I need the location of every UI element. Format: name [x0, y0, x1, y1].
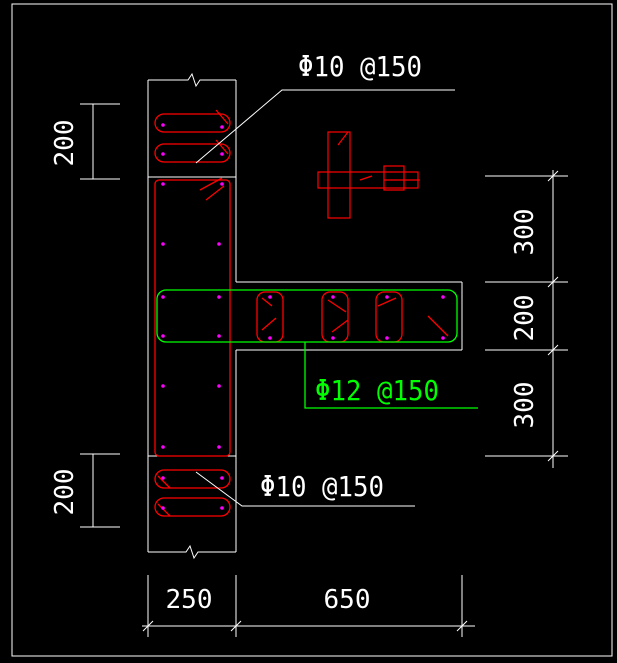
dim-left-bottom: 200 [50, 469, 80, 516]
axis-symbol-icon [317, 131, 420, 219]
dim-left-top: 200 [50, 120, 80, 167]
leader-lines [195, 89, 455, 507]
dim-bottom-1: 250 [166, 585, 213, 615]
rebar-nodes [161, 123, 445, 510]
bottom-dimension-lines [142, 575, 475, 637]
left-dimension-lines [80, 103, 120, 528]
bottom-stirrup-label: Φ10 @150 [260, 470, 384, 503]
dim-bottom-2: 650 [324, 585, 371, 615]
flange-stirrup-green [156, 289, 478, 409]
right-dimension-lines [485, 170, 568, 468]
section-outline [147, 72, 463, 560]
flange-stirrup-label: Φ12 @150 [315, 374, 439, 407]
rebar-stirrups [154, 109, 449, 517]
top-stirrup-label: Φ10 @150 [298, 50, 422, 83]
dim-right-2: 200 [510, 295, 540, 342]
drawing-border [11, 3, 613, 657]
dim-right-3: 300 [510, 382, 540, 429]
dim-right-1: 300 [510, 209, 540, 256]
